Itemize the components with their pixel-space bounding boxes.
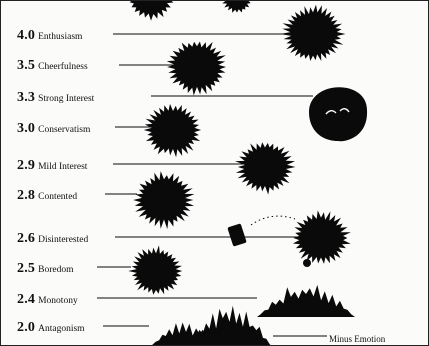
tone-shape-fragment (227, 223, 246, 246)
row-value: 3.5 (17, 58, 35, 73)
top-small-shape (221, 1, 252, 13)
row-name: Antagonism (38, 324, 84, 334)
row-name: Monotony (38, 296, 78, 306)
row-value: 2.4 (17, 292, 35, 307)
row-value: 3.3 (17, 90, 35, 105)
row-value: 3.0 (17, 121, 35, 136)
tone-shape-boredom (128, 245, 182, 295)
row-value: 2.9 (17, 158, 35, 173)
row-value: 2.8 (17, 188, 35, 203)
minus-emotion-note: Minus Emotion (329, 334, 385, 344)
tone-shape-mild-interest (235, 142, 296, 194)
row-name: Strong Interest (38, 94, 94, 104)
tone-shape-conservatism (144, 104, 201, 157)
tone-shape-enthusiasm (280, 5, 346, 61)
top-spiky-shape (127, 1, 175, 21)
tone-shape-cheerfulness (167, 42, 226, 96)
tone-shape-trail (251, 216, 295, 225)
tone-shape-monotony (257, 285, 355, 317)
row-value: 2.5 (17, 261, 35, 276)
row-name: Mild Interest (38, 162, 87, 172)
row-value: 2.6 (17, 231, 35, 246)
row-name: Enthusiasm (38, 32, 82, 42)
tone-shapes (127, 1, 367, 346)
tone-shape-contented (133, 171, 194, 229)
tone-shape-disinterested (293, 210, 351, 264)
row-name: Conservatism (38, 125, 90, 135)
tone-shape-drop (303, 259, 311, 267)
row-name: Cheerfulness (38, 62, 88, 72)
row-name: Boredom (38, 265, 73, 275)
row-value: 2.0 (17, 320, 35, 335)
row-name: Disinterested (38, 235, 88, 245)
tone-shape-strong-interest (309, 87, 367, 141)
row-value: 4.0 (17, 28, 35, 43)
row-name: Contented (38, 192, 77, 202)
tone-shape-antagonism-back (186, 306, 273, 346)
